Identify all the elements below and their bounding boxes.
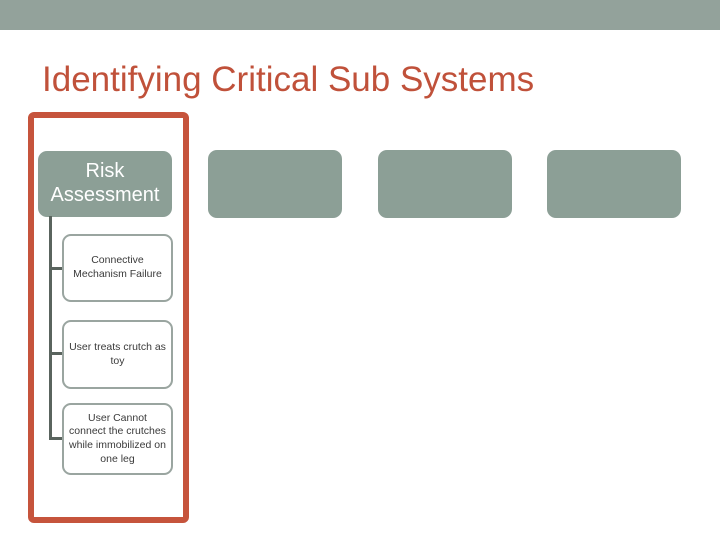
diagram-child-node-connective-mechanism-failure[interactable]: Connective Mechanism Failure	[62, 234, 173, 302]
diagram-sibling-placeholder-3[interactable]	[547, 150, 681, 218]
slide-title: Identifying Critical Sub Systems	[42, 60, 535, 99]
diagram-child-node-user-treats-crutch-as-toy[interactable]: User treats crutch as toy	[62, 320, 173, 389]
connector-trunk-line	[49, 216, 52, 439]
connector-branch-line-3	[49, 437, 63, 440]
slide-top-accent-bar	[0, 0, 720, 30]
diagram-child-node-user-cannot-connect-crutches[interactable]: User Cannot connect the crutches while i…	[62, 403, 173, 475]
connector-branch-line-1	[49, 267, 63, 270]
diagram-root-node-risk-assessment[interactable]: Risk Assessment	[38, 151, 172, 217]
connector-branch-line-2	[49, 352, 63, 355]
diagram-sibling-placeholder-2[interactable]	[378, 150, 512, 218]
selection-highlight-rect	[28, 112, 189, 523]
diagram-sibling-placeholder-1[interactable]	[208, 150, 342, 218]
